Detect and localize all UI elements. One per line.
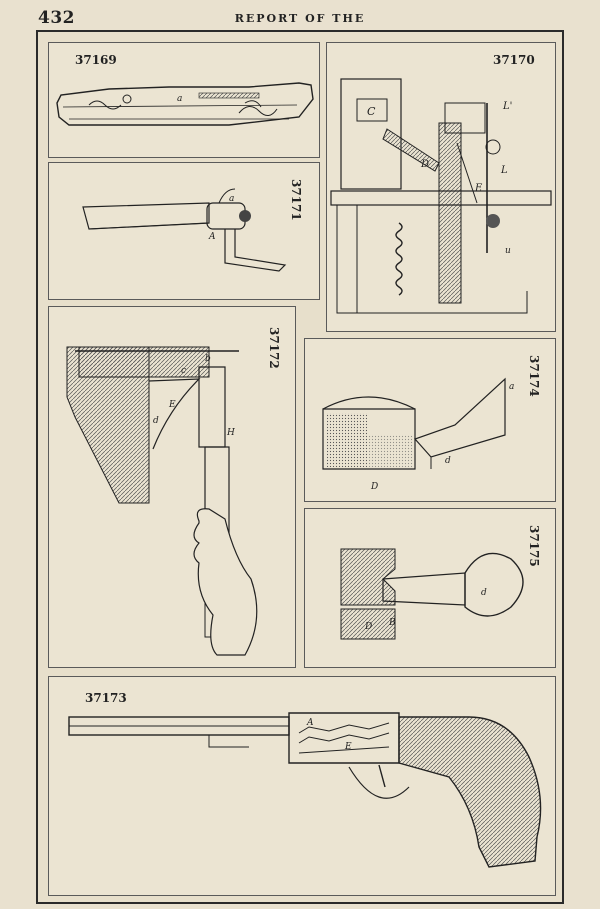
svg-text:d: d bbox=[153, 416, 159, 426]
machine-drawing: C D E L' L u bbox=[330, 78, 552, 314]
svg-text:a: a bbox=[509, 382, 514, 392]
svg-text:D: D bbox=[364, 622, 372, 632]
figure-37170-machine: 37170 C D E L' L u bbox=[326, 42, 556, 332]
svg-text:E: E bbox=[474, 183, 483, 194]
figure-37171-faucet: 37171 a A bbox=[48, 162, 320, 300]
figure-37172-tool: 37172 c b E d H bbox=[48, 306, 296, 668]
svg-text:E: E bbox=[344, 742, 352, 752]
svg-text:H: H bbox=[226, 428, 235, 438]
svg-text:L: L bbox=[500, 165, 508, 176]
page-number: 432 bbox=[38, 8, 75, 28]
faucet-drawing: a A bbox=[82, 188, 287, 272]
patent-number-37170: 37170 bbox=[493, 53, 535, 67]
figure-37175-valve: 37175 D B d bbox=[304, 508, 556, 668]
svg-text:d: d bbox=[445, 456, 451, 466]
patent-plate: 37169 a 37171 a A bbox=[36, 30, 564, 904]
svg-text:A: A bbox=[306, 718, 314, 728]
patent-number-37173: 37173 bbox=[85, 691, 127, 705]
figure-37173-pistol: 37173 A E bbox=[48, 676, 556, 896]
svg-text:b: b bbox=[205, 354, 211, 364]
pistol-drawing: A E bbox=[68, 712, 542, 868]
patent-number-37169: 37169 bbox=[75, 53, 117, 67]
svg-text:a: a bbox=[177, 94, 182, 104]
svg-text:B: B bbox=[388, 618, 396, 628]
svg-text:C: C bbox=[367, 105, 376, 118]
svg-text:D: D bbox=[420, 159, 429, 170]
running-head: REPORT OF THE bbox=[234, 12, 366, 25]
valve-drawing: D B d bbox=[340, 548, 524, 640]
tool-drawing: c b E d H bbox=[66, 346, 258, 656]
figure-37169-skate: 37169 a bbox=[48, 42, 320, 158]
svg-text:a: a bbox=[229, 194, 234, 204]
svg-text:D: D bbox=[370, 482, 378, 492]
funnel-drawing: D d a bbox=[322, 377, 514, 492]
svg-text:u: u bbox=[505, 246, 511, 256]
svg-text:A: A bbox=[208, 232, 216, 242]
svg-text:d: d bbox=[481, 588, 487, 598]
svg-text:c: c bbox=[181, 366, 186, 376]
figure-37174-funnel: 37174 D d a bbox=[304, 338, 556, 502]
svg-text:E: E bbox=[168, 400, 176, 410]
svg-text:L': L' bbox=[502, 101, 512, 112]
skate-drawing: a bbox=[56, 82, 314, 126]
